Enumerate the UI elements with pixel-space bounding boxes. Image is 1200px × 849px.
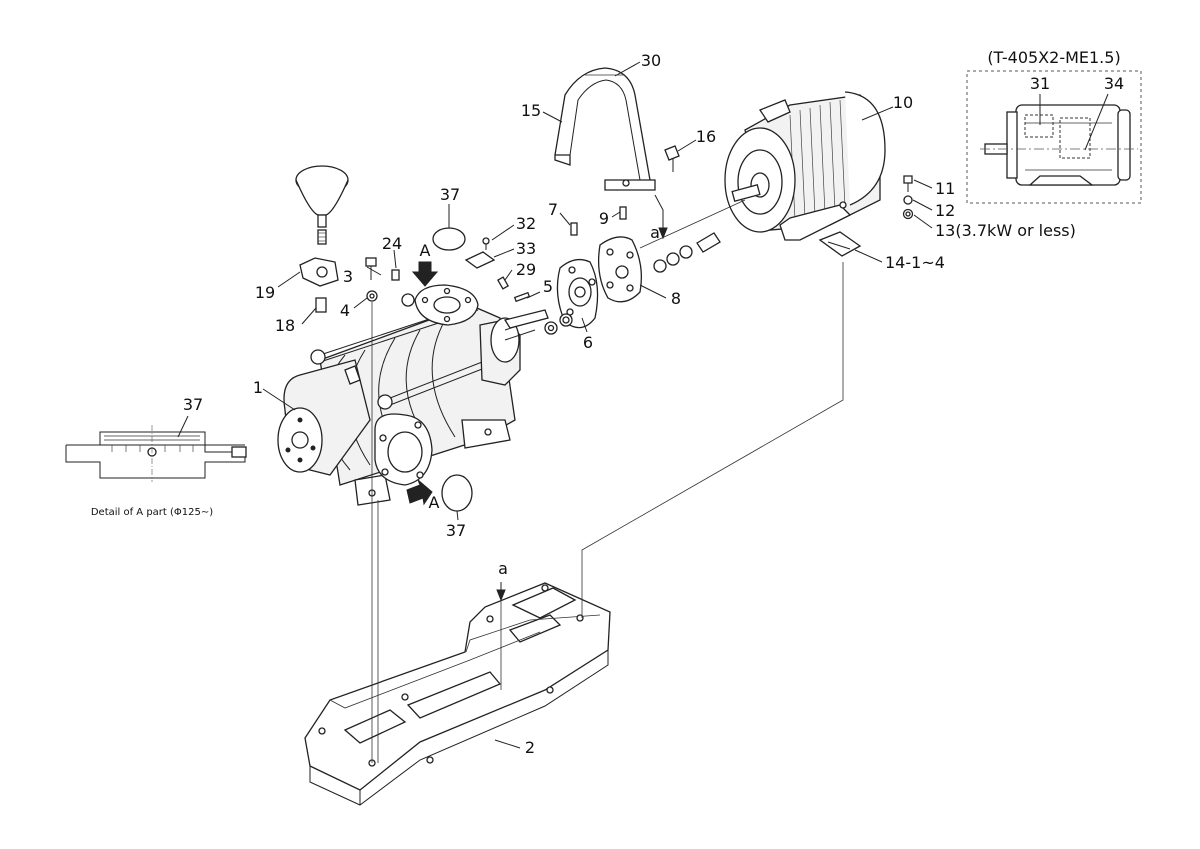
callout-5: 5 <box>543 277 553 296</box>
callout-19: 19 <box>255 283 275 302</box>
direction-markers: a a <box>496 194 668 690</box>
callout-numbers: 1 2 3 4 5 6 7 8 9 10 11 12 13(3.7kW or l… <box>253 51 1076 757</box>
callout-13: 13(3.7kW or less) <box>935 221 1076 240</box>
priming-funnel <box>295 165 349 313</box>
callout-15: 15 <box>521 101 541 120</box>
misc-parts <box>365 227 473 512</box>
callout-leaders <box>262 61 933 749</box>
callout-4: 4 <box>340 301 350 320</box>
callout-3: 3 <box>343 267 353 286</box>
view-marker-top: A <box>420 241 431 260</box>
callout-6: 6 <box>583 333 593 352</box>
detail-caption: Detail of A part (Φ125∼) <box>91 507 213 518</box>
detail-a-part: 37 Detail of A part (Φ125∼) <box>65 395 247 518</box>
leader-34 <box>1084 93 1109 151</box>
coupling-parts <box>391 206 721 335</box>
callout-24: 24 <box>382 234 402 253</box>
view-arrows: A A <box>406 241 440 512</box>
callout-29: 29 <box>516 260 536 279</box>
callout-37-bottom: 37 <box>446 521 466 540</box>
callout-12: 12 <box>935 201 955 220</box>
callout-16: 16 <box>696 127 716 146</box>
variant-detail-box: (T-405X2-ME1.5) 31 34 <box>966 48 1142 204</box>
alignment-lines <box>371 199 844 763</box>
pump-body <box>277 284 536 506</box>
variant-title: (T-405X2-ME1.5) <box>987 48 1120 67</box>
direction-marker-motor: a <box>650 223 660 242</box>
callout-14: 14-1~4 <box>885 253 945 272</box>
callout-30: 30 <box>641 51 661 70</box>
view-marker-bottom: A <box>429 493 440 512</box>
callout-18: 18 <box>275 316 295 335</box>
view-arrow-top <box>411 261 439 287</box>
callout-1: 1 <box>253 378 263 397</box>
variant-motor-drawing <box>980 104 1138 186</box>
view-arrow-bottom <box>406 479 433 506</box>
coupling-guard <box>554 67 680 191</box>
callout-2: 2 <box>525 738 535 757</box>
direction-marker-base: a <box>498 559 508 578</box>
motor <box>724 91 914 257</box>
callout-37-top: 37 <box>440 185 460 204</box>
callout-7: 7 <box>548 200 558 219</box>
callout-32: 32 <box>516 214 536 233</box>
variant-label-34: 34 <box>1104 74 1124 93</box>
callout-9: 9 <box>599 209 609 228</box>
variant-label-31: 31 <box>1030 74 1050 93</box>
detail-label-37: 37 <box>183 395 203 414</box>
callout-33: 33 <box>516 239 536 258</box>
callout-8: 8 <box>671 289 681 308</box>
base-plate <box>304 582 611 806</box>
callout-10: 10 <box>893 93 913 112</box>
callout-11: 11 <box>935 179 955 198</box>
